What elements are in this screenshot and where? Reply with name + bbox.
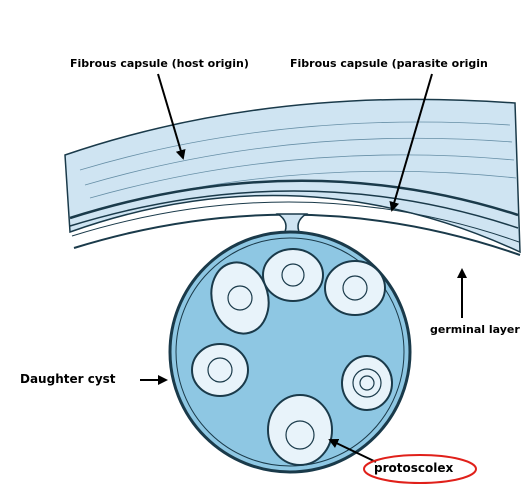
brood-capsule [342, 356, 392, 410]
label-host-capsule: Fibrous capsule (host origin) [70, 57, 249, 70]
brood-capsule [192, 344, 248, 396]
label-parasite-capsule: Fibrous capsule (parasite origin [290, 57, 488, 70]
brood-capsule [268, 395, 332, 465]
label-protoscolex: protoscolex [374, 462, 453, 475]
brood-capsule [263, 249, 323, 301]
label-germinal-layer: germinal layer [430, 323, 520, 336]
brood-capsule [325, 261, 385, 315]
label-daughter-cyst: Daughter cyst [20, 373, 116, 386]
